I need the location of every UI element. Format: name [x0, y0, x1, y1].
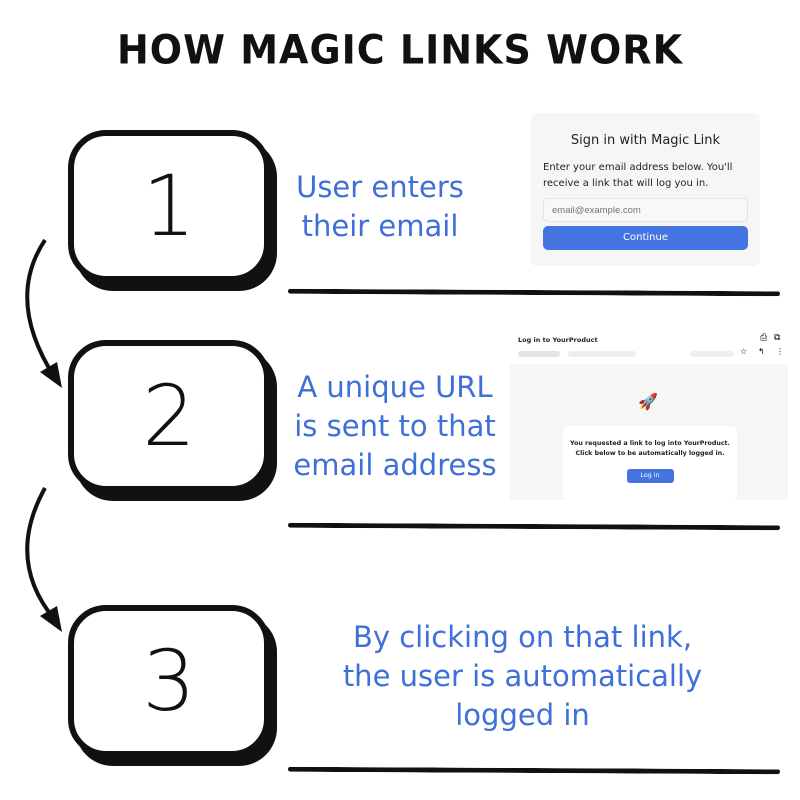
arrow-icon — [25, 487, 62, 632]
signin-heading: Sign in with Magic Link — [570, 133, 721, 148]
reply-icon[interactable]: ↰ — [758, 347, 765, 356]
step-3-text: By clicking on that link, the user is au… — [342, 620, 703, 732]
page-title: HOW MAGIC LINKS WORK — [116, 26, 684, 74]
continue-button[interactable]: Continue — [543, 226, 748, 250]
rocket-icon: 🚀 — [638, 392, 658, 411]
email-message-card: You requested a link to log into YourPro… — [563, 426, 737, 500]
login-button[interactable]: Log in — [626, 469, 674, 483]
divider-line — [288, 522, 780, 531]
step-2-number-box: 2 — [68, 340, 270, 492]
placeholder-bar — [518, 351, 560, 357]
step-1-number-box: 1 — [68, 130, 270, 282]
star-icon[interactable]: ☆ — [740, 347, 748, 356]
signin-card: Sign in with Magic Link Enter your email… — [531, 113, 760, 266]
flow-arrows — [25, 238, 62, 632]
email-message-line: Click below to be automatically logged i… — [575, 450, 725, 457]
placeholder-bar — [568, 351, 636, 357]
divider-line — [288, 288, 780, 297]
arrow-icon — [25, 238, 62, 388]
email-body: 🚀 You requested a link to log into YourP… — [510, 364, 788, 500]
open-external-icon[interactable]: ⧉ — [774, 333, 781, 343]
signin-description: Enter your email address below. You'll r… — [543, 162, 733, 189]
print-icon[interactable]: ⎙ — [760, 333, 768, 343]
more-icon[interactable]: ⋮ — [776, 347, 784, 356]
email-preview: Log in to YourProduct ⎙ ⧉ ☆ ↰ ⋮ 🚀 You re… — [510, 330, 788, 500]
step-2-text: A unique URL is sent to that email addre… — [293, 370, 497, 482]
divider-line — [288, 766, 780, 775]
step-3-number-box: 3 — [68, 605, 270, 757]
step-1-text: User enters their email — [296, 170, 464, 243]
placeholder-bar — [690, 351, 734, 357]
email-message-line: You requested a link to log into YourPro… — [570, 440, 730, 447]
email-subject: Log in to YourProduct — [518, 336, 598, 344]
email-input[interactable] — [543, 198, 748, 222]
